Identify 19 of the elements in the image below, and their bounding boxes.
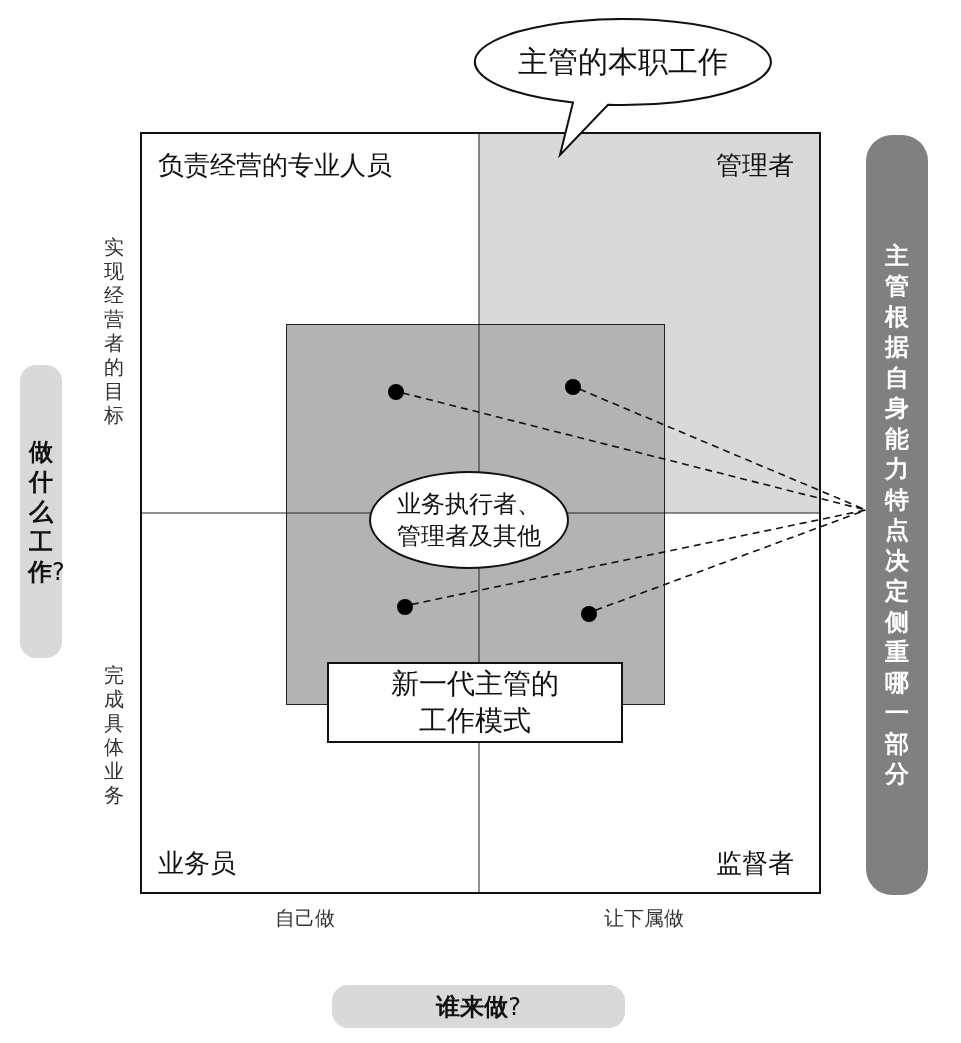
title-box: 新一代主管的工作模式 (327, 662, 623, 743)
quadrant-label: 业务员 (158, 847, 236, 880)
quadrant-label: 负责经营的专业人员 (158, 149, 392, 182)
axis-label: 让下属做 (604, 905, 684, 932)
axis-label: 完成具体业务 (103, 663, 125, 807)
side-bar: 主管根据自身能力特点决定侧重哪一部分 (866, 135, 928, 895)
box-shape (286, 324, 665, 705)
axis-label: 实现经营者的目标 (103, 235, 125, 427)
dashed-line (411, 509, 867, 606)
axis-label: 自己做 (275, 905, 335, 932)
axis-title: 做什么工作? (20, 365, 62, 658)
axis-title: 谁来做? (332, 985, 625, 1028)
dot (397, 599, 413, 615)
dot (581, 606, 597, 622)
dot (388, 384, 404, 400)
dot (565, 379, 581, 395)
ellipse-label: 业务执行者、管理者及其他 (369, 471, 569, 569)
dashed-line (594, 509, 867, 611)
quadrant-label: 监督者 (716, 847, 794, 880)
